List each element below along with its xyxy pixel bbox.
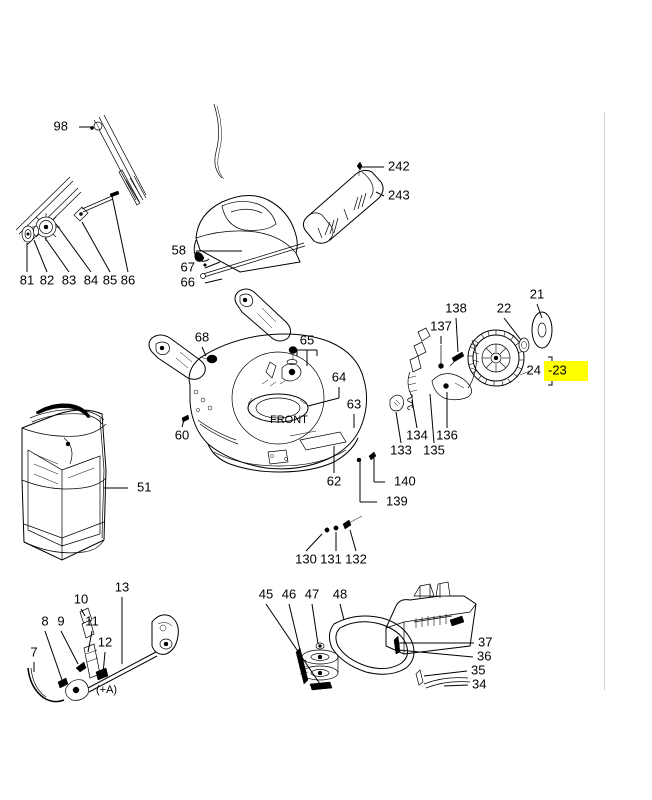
callout-labels: 98 81 82 83 84 85 86 58 67 66 242 243 68…: [20, 118, 588, 691]
callout-85[interactable]: 85: [103, 272, 117, 287]
callout-8[interactable]: 8: [41, 613, 48, 628]
callout-137[interactable]: 137: [430, 318, 452, 333]
callout-81[interactable]: 81: [20, 272, 34, 287]
callout-138[interactable]: 138: [445, 300, 467, 315]
callout-46[interactable]: 46: [282, 586, 296, 601]
callout-64[interactable]: 64: [332, 369, 346, 384]
lever-stamp-text: (+A): [96, 684, 117, 696]
callout-58[interactable]: 58: [172, 242, 186, 257]
callout-67[interactable]: 67: [181, 259, 195, 274]
callout-7[interactable]: 7: [30, 644, 37, 659]
group-roller-assembly: [302, 161, 384, 244]
callout-242[interactable]: 242: [388, 158, 410, 173]
callout-86[interactable]: 86: [121, 272, 135, 287]
callout-10[interactable]: 10: [74, 591, 88, 606]
leader-lines: [26, 126, 543, 687]
callout-133[interactable]: 133: [390, 442, 412, 457]
callout-23-highlighted[interactable]: -23: [548, 362, 567, 377]
callout-12[interactable]: 12: [98, 634, 112, 649]
callout-51[interactable]: 51: [137, 479, 151, 494]
callout-84[interactable]: 84: [84, 272, 98, 287]
callout-68[interactable]: 68: [195, 329, 209, 344]
callout-11[interactable]: 11: [85, 613, 99, 628]
callout-140[interactable]: 140: [394, 473, 416, 488]
callout-9[interactable]: 9: [57, 613, 64, 628]
callout-62[interactable]: 62: [327, 473, 341, 488]
group-height-adjuster: [389, 327, 480, 412]
group-handle-upper-rod: [90, 114, 147, 206]
group-mower-deck: FRONT: [148, 288, 368, 473]
callout-130[interactable]: 130: [295, 551, 317, 566]
callout-45[interactable]: 45: [259, 586, 273, 601]
callout-21[interactable]: 21: [530, 286, 544, 301]
callout-47[interactable]: 47: [305, 586, 319, 601]
callout-48[interactable]: 48: [333, 586, 347, 601]
callout-37[interactable]: 37: [478, 634, 492, 649]
group-control-lever-linkage: (+A): [27, 607, 179, 703]
callout-134[interactable]: 134: [406, 427, 428, 442]
group-belt-pulley-drive: [295, 615, 415, 691]
group-drive-wheel-gear-assembly: [15, 176, 120, 246]
callout-98[interactable]: 98: [54, 118, 68, 133]
callout-22[interactable]: 22: [497, 300, 511, 315]
callout-243[interactable]: 243: [388, 187, 410, 202]
group-wheel-assembly: [467, 311, 553, 387]
callout-139[interactable]: 139: [386, 493, 408, 508]
group-gearbox-transmission: [385, 581, 477, 689]
callout-135[interactable]: 135: [423, 442, 445, 457]
callout-60[interactable]: 60: [175, 427, 189, 442]
callout-66[interactable]: 66: [181, 274, 195, 289]
callout-131[interactable]: 131: [320, 551, 342, 566]
callout-83[interactable]: 83: [62, 272, 76, 287]
callout-65[interactable]: 65: [300, 332, 314, 347]
highlight-rect-23: [544, 361, 588, 381]
callout-63[interactable]: 63: [347, 396, 361, 411]
deck-stamp-text: FRONT: [270, 414, 308, 426]
callout-24[interactable]: 24: [527, 362, 541, 377]
callout-136[interactable]: 136: [436, 427, 458, 442]
callout-82[interactable]: 82: [40, 272, 54, 287]
callout-13[interactable]: 13: [115, 579, 129, 594]
callout-34[interactable]: 34: [472, 676, 486, 691]
group-deck-fasteners: [324, 451, 377, 533]
callout-36[interactable]: 36: [477, 648, 491, 663]
group-grass-catcher: [21, 403, 107, 561]
callout-35[interactable]: 35: [471, 662, 485, 677]
callout-132[interactable]: 132: [345, 551, 367, 566]
group-rear-deflector-cover: [193, 103, 306, 279]
